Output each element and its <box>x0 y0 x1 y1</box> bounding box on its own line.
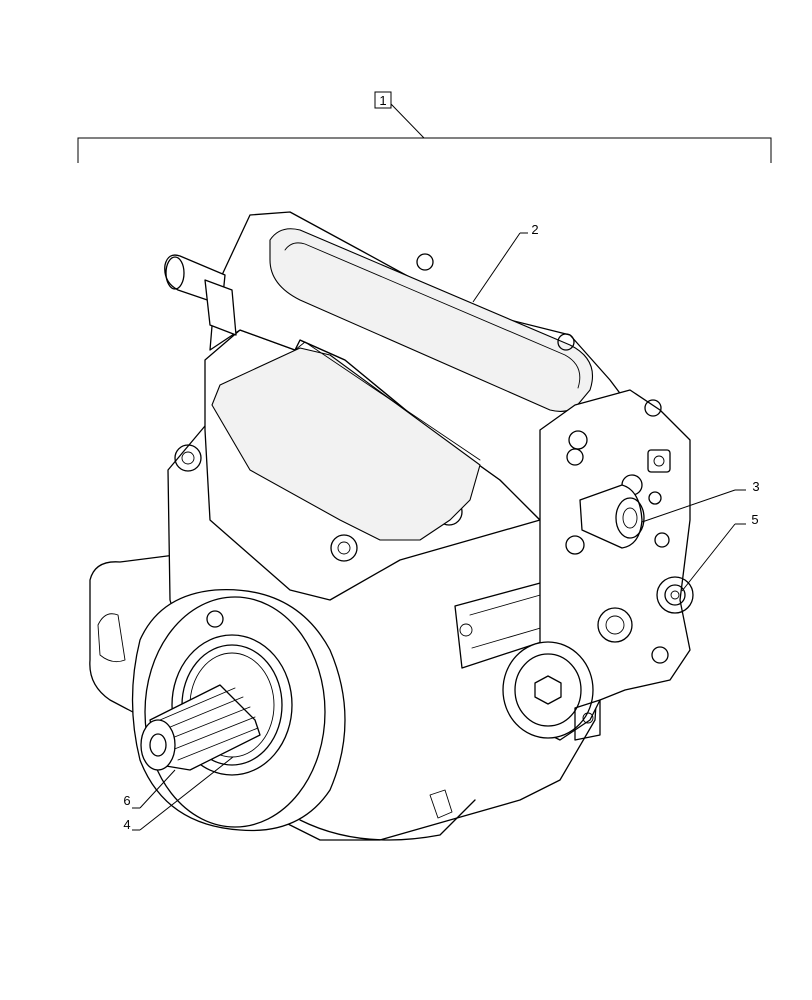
callout-3[interactable]: 3 <box>641 479 760 523</box>
side-cover <box>502 641 601 741</box>
callout-1-label: 1 <box>379 93 386 108</box>
callout-3-label: 3 <box>752 479 759 494</box>
callout-6-label: 6 <box>123 793 130 808</box>
callout-4-label: 4 <box>123 817 130 832</box>
callout-4[interactable]: 4 <box>123 756 234 832</box>
pump-body <box>89 211 694 841</box>
callout-5-label: 5 <box>751 512 758 527</box>
callout-6[interactable]: 6 <box>123 769 176 809</box>
callout-2-label: 2 <box>531 222 538 237</box>
callout-5[interactable]: 5 <box>681 512 759 592</box>
assembly-bracket <box>77 103 772 163</box>
callout-1[interactable]: 1 <box>374 91 392 109</box>
splined-shaft <box>140 684 261 771</box>
callout-2[interactable]: 2 <box>472 222 539 303</box>
